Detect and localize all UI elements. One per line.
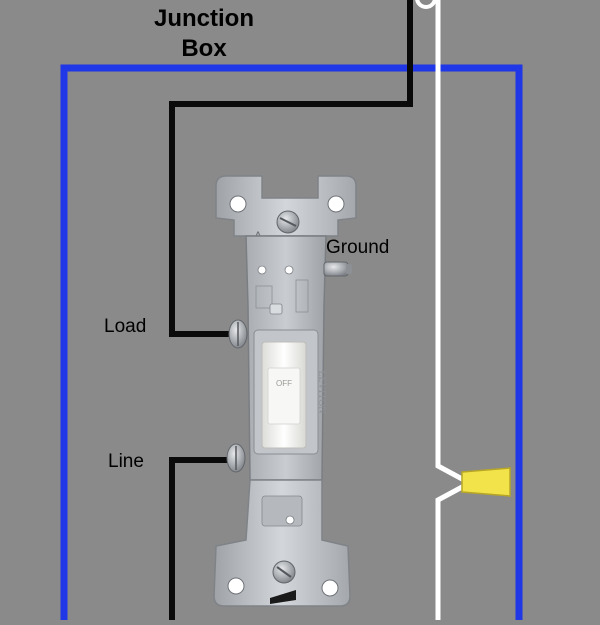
screw-icon [226,443,246,473]
screw-icon [323,261,352,277]
load-wire [169,0,413,337]
load-label: Load [104,316,147,337]
toggle-off-text: OFF [276,379,292,388]
brand-text: LEVITON [316,370,327,413]
ground-label: Ground [326,237,390,258]
toggle-switch-icon: A OFF LEVITON [213,175,357,607]
junction-box-outline [60,64,523,620]
line-wire [169,457,234,620]
switch-top-ear [215,175,357,237]
wire-loop [415,0,437,9]
screw-icon [228,319,248,349]
title-line-2: Box [181,35,227,62]
switch-bottom-ear [213,479,351,607]
line-label: Line [108,451,144,472]
screw-icon [276,210,300,234]
neutral-wire-top [435,0,466,483]
screw-icon [272,560,296,584]
neutral-wire-bottom [435,483,466,620]
title-line-1: Junction [154,5,254,32]
wire-nut-icon [461,467,511,497]
junction-box-title: Junction Box [114,4,294,64]
